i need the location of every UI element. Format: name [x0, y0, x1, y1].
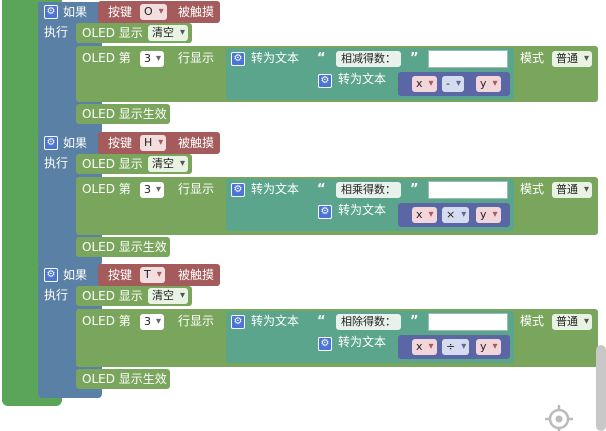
oled-clear-label: OLED 显示 [82, 157, 143, 171]
operator-dropdown[interactable]: ÷ [442, 339, 470, 355]
y-variable-dropdown[interactable]: y [476, 207, 501, 223]
to-text-label: 转为文本 [251, 51, 300, 65]
oled-show-block[interactable] [76, 369, 170, 389]
y-variable-dropdown[interactable]: y [476, 76, 501, 92]
oled-line-prefix: OLED 第 [82, 314, 131, 328]
text-input-box[interactable] [428, 313, 508, 331]
quote-open: “ [317, 314, 326, 329]
if-label: 如果 [63, 136, 88, 150]
gear-icon[interactable]: ⚙ [231, 183, 245, 197]
button-suffix: 被触摸 [178, 136, 215, 150]
oled-line-suffix: 行显示 [178, 182, 215, 196]
oled-show-label: OLED 显示生效 [82, 372, 167, 386]
oled-clear-label: OLED 显示 [82, 289, 143, 303]
gear-icon[interactable]: ⚙ [44, 5, 58, 19]
quote-close: ” [410, 51, 419, 66]
mode-dropdown[interactable]: 普通 [552, 51, 592, 67]
if-label: 如果 [63, 268, 88, 282]
text-chip[interactable]: 相减得数： [336, 51, 401, 67]
recenter-icon[interactable] [543, 403, 575, 431]
oled-show-block[interactable] [76, 237, 170, 257]
button-prefix: 按键 [108, 136, 133, 150]
to-text-label: 转为文本 [251, 314, 300, 328]
line-number-field[interactable]: 3 [140, 182, 164, 198]
text-input-box[interactable] [428, 50, 508, 68]
oled-line-prefix: OLED 第 [82, 51, 131, 65]
outer-loop-inner [12, 0, 38, 396]
y-variable-dropdown[interactable]: y [476, 339, 501, 355]
oled-clear-label: OLED 显示 [82, 26, 143, 40]
do-label: 执行 [44, 25, 69, 39]
math-to-text-label: 转为文本 [338, 72, 387, 86]
oled-line-suffix: 行显示 [178, 314, 215, 328]
quote-close: ” [410, 182, 419, 197]
oled-line-prefix: OLED 第 [82, 182, 131, 196]
gear-icon[interactable]: ⚙ [231, 52, 245, 66]
oled-clear-dropdown[interactable]: 清空 [148, 156, 188, 172]
if-label: 如果 [63, 5, 88, 19]
mode-dropdown[interactable]: 普通 [552, 314, 592, 330]
gear-icon[interactable]: ⚙ [318, 337, 332, 351]
line-number-field[interactable]: 3 [140, 314, 164, 330]
oled-line-suffix: 行显示 [178, 51, 215, 65]
event-group: ⚙ 如果 执行 按键 O 被触摸 OLED 显示 清空 OLED 第 3 行显示… [0, 1, 606, 142]
oled-clear-dropdown[interactable]: 清空 [148, 25, 188, 41]
gear-icon[interactable]: ⚙ [44, 136, 58, 150]
x-variable-dropdown[interactable]: x [412, 76, 437, 92]
mode-label: 模式 [520, 182, 545, 196]
event-group: ⚙ 如果 执行 按键 H 被触摸 OLED 显示 清空 OLED 第 3 行显示… [0, 132, 606, 273]
operator-dropdown[interactable]: - [442, 76, 464, 92]
oled-show-label: OLED 显示生效 [82, 107, 167, 121]
mode-label: 模式 [520, 51, 545, 65]
to-text-label: 转为文本 [251, 182, 300, 196]
event-group: ⚙ 如果 执行 按键 T 被触摸 OLED 显示 清空 OLED 第 3 行显示… [0, 264, 606, 405]
math-to-text-label: 转为文本 [338, 335, 387, 349]
x-variable-dropdown[interactable]: x [412, 207, 437, 223]
button-key-dropdown[interactable]: H [140, 135, 167, 151]
do-label: 执行 [44, 156, 69, 170]
gear-icon[interactable]: ⚙ [44, 268, 58, 282]
quote-open: “ [317, 51, 326, 66]
gear-icon[interactable]: ⚙ [231, 315, 245, 329]
workspace-scrollbar[interactable] [596, 345, 606, 431]
button-key-dropdown[interactable]: T [140, 267, 165, 283]
do-label: 执行 [44, 288, 69, 302]
oled-clear-dropdown[interactable]: 清空 [148, 288, 188, 304]
quote-close: ” [410, 314, 419, 329]
oled-show-label: OLED 显示生效 [82, 240, 167, 254]
button-prefix: 按键 [108, 268, 133, 282]
button-prefix: 按键 [108, 5, 133, 19]
button-suffix: 被触摸 [178, 268, 215, 282]
operator-dropdown[interactable]: × [442, 207, 470, 223]
x-variable-dropdown[interactable]: x [412, 339, 437, 355]
button-key-dropdown[interactable]: O [140, 4, 167, 20]
text-chip[interactable]: 相乘得数： [336, 182, 401, 198]
line-number-field[interactable]: 3 [140, 51, 164, 67]
mode-label: 模式 [520, 314, 545, 328]
button-suffix: 被触摸 [178, 5, 215, 19]
gear-icon[interactable]: ⚙ [318, 74, 332, 88]
oled-show-block[interactable] [76, 104, 170, 124]
math-to-text-label: 转为文本 [338, 203, 387, 217]
quote-open: “ [317, 182, 326, 197]
gear-icon[interactable]: ⚙ [318, 205, 332, 219]
text-chip[interactable]: 相除得数： [336, 314, 401, 330]
text-input-box[interactable] [428, 181, 508, 199]
mode-dropdown[interactable]: 普通 [552, 182, 592, 198]
